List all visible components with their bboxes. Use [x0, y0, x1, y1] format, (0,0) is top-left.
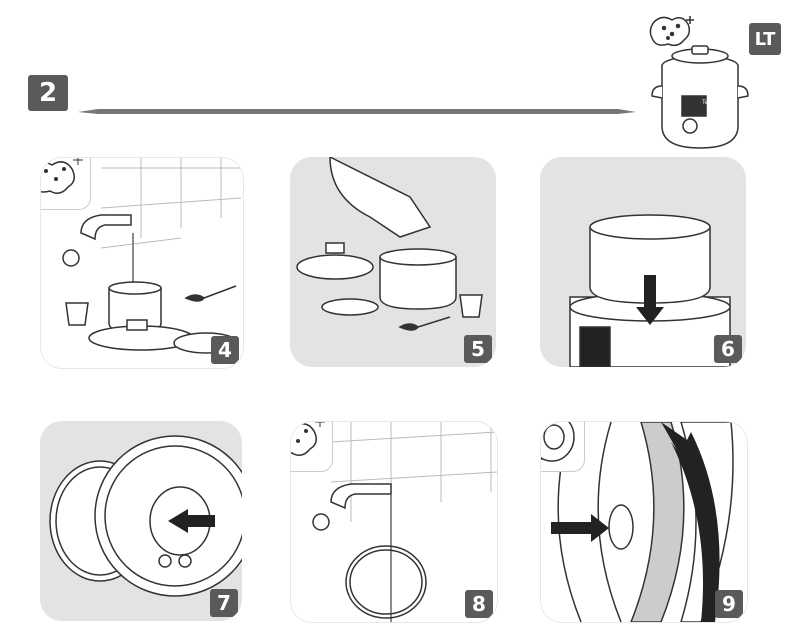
step-number-9: 9: [715, 590, 743, 618]
section-number: 2: [28, 75, 68, 111]
language-badge: LT: [749, 23, 781, 55]
pressure-cooker-illustration: Tefal: [640, 8, 750, 156]
step-number-7: 7: [210, 589, 238, 617]
sponge-icon: [40, 157, 91, 210]
step-5-panel: 5: [290, 157, 496, 367]
sponge-icon: [290, 421, 333, 472]
step-6-panel: 6: [540, 157, 746, 367]
step-number-6: 6: [714, 335, 742, 363]
step-number-5: 5: [464, 335, 492, 363]
step-4-panel: 4: [40, 157, 244, 369]
lid-seal-icon: [540, 421, 585, 472]
step-9-panel: 9: [540, 421, 748, 623]
step-8-panel: 8: [290, 421, 498, 623]
brand-label: Tefal: [702, 100, 715, 106]
sponge-icon: [650, 16, 694, 45]
step-7-panel: 7: [40, 421, 242, 621]
step-number-8: 8: [465, 590, 493, 618]
step-number-4: 4: [211, 336, 239, 364]
section-divider: [78, 106, 636, 116]
